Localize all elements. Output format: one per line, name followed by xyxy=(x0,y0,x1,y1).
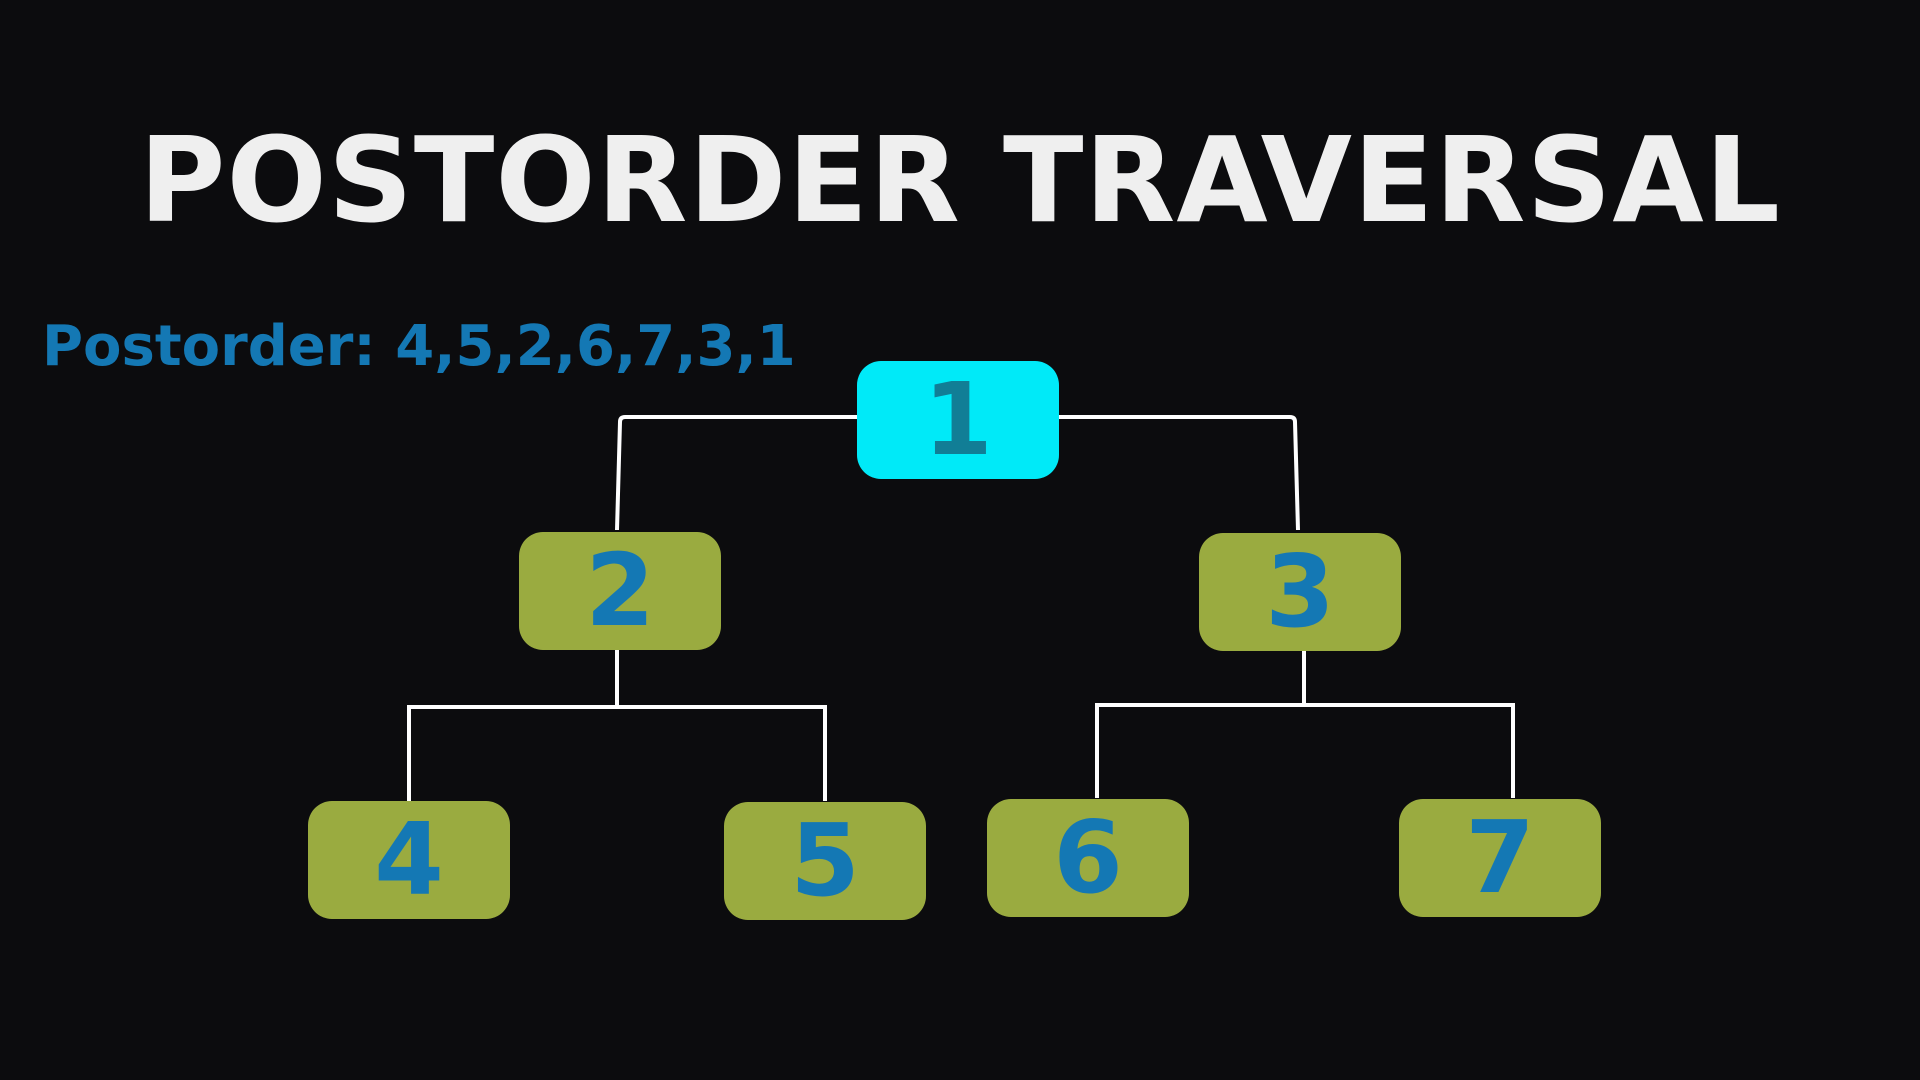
tree-node-5: 5 xyxy=(724,802,926,920)
node-label: 1 xyxy=(923,361,993,478)
edge-3-7 xyxy=(1304,703,1515,798)
tree-node-3: 3 xyxy=(1199,533,1401,651)
tree-node-7: 7 xyxy=(1399,799,1601,917)
edge-2-5 xyxy=(617,705,827,801)
postorder-sequence: Postorder: 4,5,2,6,7,3,1 xyxy=(42,314,796,379)
edge-2-4 xyxy=(407,650,619,801)
tree-node-4: 4 xyxy=(308,801,510,919)
node-label: 6 xyxy=(1053,799,1123,916)
node-label: 7 xyxy=(1465,799,1535,916)
edge-1-2 xyxy=(615,415,858,531)
tree-node-6: 6 xyxy=(987,799,1189,917)
edge-3-6 xyxy=(1095,650,1306,798)
edge-1-3 xyxy=(1058,415,1300,531)
node-label: 5 xyxy=(790,802,860,919)
tree-node-1: 1 xyxy=(857,361,1059,479)
node-label: 4 xyxy=(374,801,444,918)
tree-node-2: 2 xyxy=(519,532,721,650)
node-label: 2 xyxy=(585,532,655,649)
slide-title: POSTORDER TRAVERSAL xyxy=(139,111,1781,249)
node-label: 3 xyxy=(1265,533,1335,650)
